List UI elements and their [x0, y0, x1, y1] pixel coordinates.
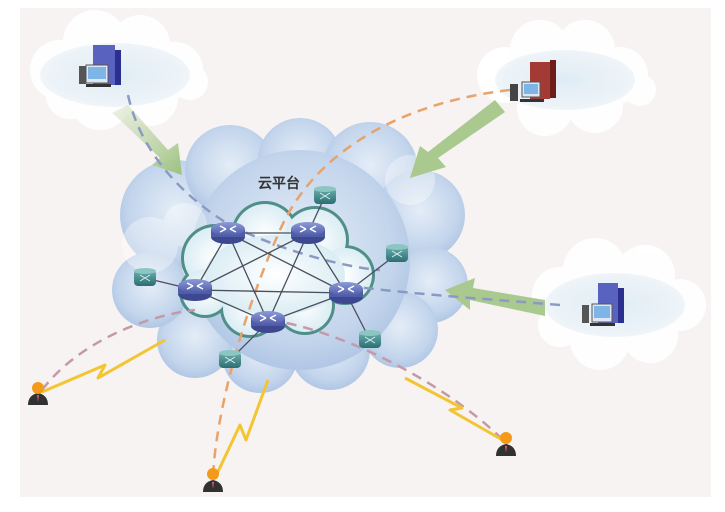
site-top-right-building-icon — [510, 60, 556, 102]
lightning-links — [41, 338, 507, 479]
switch-icon-S4 — [359, 330, 381, 348]
mesh-link-R1-R5 — [227, 232, 269, 323]
dashed-site-top-right — [211, 88, 511, 479]
arrows — [112, 100, 545, 316]
network-nodes — [134, 186, 408, 368]
site-top-left-building-icon — [79, 45, 121, 87]
mesh-link-R2-R3 — [194, 232, 309, 291]
mesh-link-R3-R4 — [194, 289, 347, 294]
user-bottom-icon — [203, 468, 223, 492]
user-left-icon — [28, 382, 48, 405]
switch-icon-S2 — [386, 244, 408, 262]
dashed-user-bottom-right — [269, 318, 501, 438]
router-icon-R4 — [329, 282, 363, 304]
dashed-user-left — [41, 308, 196, 391]
site-right-building-icon — [582, 283, 624, 326]
mesh-link-R1-R4 — [227, 232, 347, 294]
arrow-top-right — [410, 100, 505, 178]
router-icon-R5 — [251, 311, 285, 333]
lightning-user-bottom-right — [404, 376, 507, 444]
router-icon-R1 — [211, 222, 245, 244]
dashed-paths — [41, 88, 561, 479]
router-icon-R2 — [291, 222, 325, 244]
lightning-user-bottom — [213, 379, 270, 479]
arrow-right — [445, 278, 545, 316]
user-bottom-right-icon — [496, 432, 516, 456]
cloud-platform-label: 云平台 — [258, 175, 300, 192]
switch-icon-S5 — [219, 350, 241, 368]
router-icon-R3 — [178, 279, 212, 301]
mesh-link-R2-R5 — [267, 232, 309, 323]
dashed-site-right — [339, 283, 561, 307]
arrow-top-left — [112, 105, 182, 175]
switch-icon-S3 — [134, 268, 156, 286]
switch-icon-S1 — [314, 186, 336, 204]
lightning-user-left — [41, 338, 166, 394]
